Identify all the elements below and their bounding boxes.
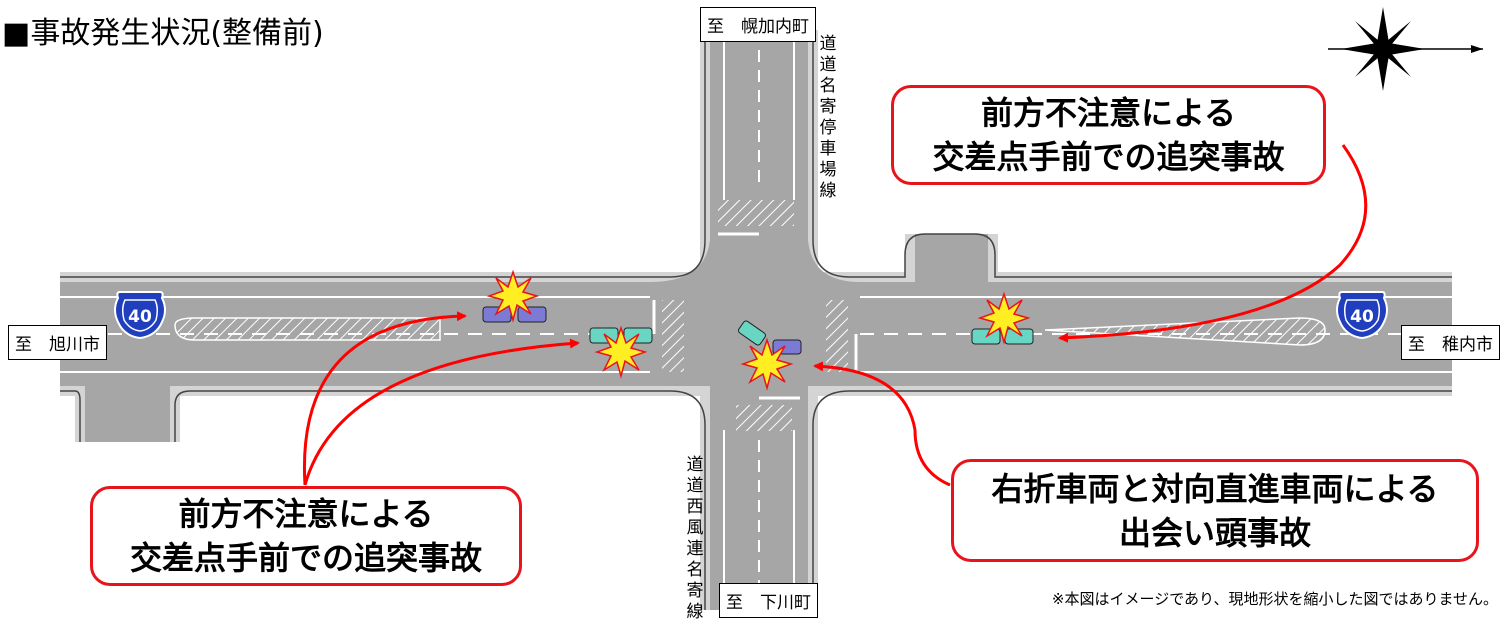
callout-line1: 前方不注意による xyxy=(980,94,1237,132)
crash-burst-1 xyxy=(486,269,540,323)
destination-east: 至 稚内市 xyxy=(1401,325,1500,360)
arrow-bottom-right xyxy=(813,361,951,487)
stop-lines xyxy=(652,232,858,400)
median-west xyxy=(174,317,441,341)
callout-rear-end-east: 前方不注意による 交差点手前での追突事故 xyxy=(891,85,1326,185)
destination-west: 至 旭川市 xyxy=(8,325,107,360)
arrow-bottom-left-2 xyxy=(303,338,580,486)
callout-right-turn-collision: 右折車両と対向直進車両による 出会い頭事故 xyxy=(951,459,1479,562)
compass-rose-icon xyxy=(1328,7,1483,91)
car-blue-2 xyxy=(517,306,547,323)
north-road-name: 道道名寄停車場線 xyxy=(819,34,837,201)
callout-line1: 前方不注意による xyxy=(178,495,434,533)
route-40-shield-east: 40 xyxy=(1336,291,1388,340)
car-blue-1 xyxy=(482,306,512,323)
callout-line2: 交差点手前での追突事故 xyxy=(932,138,1285,176)
arrow-top-right xyxy=(1058,144,1368,343)
callout-line2: 交差点手前での追突事故 xyxy=(129,539,482,577)
route-40-shield-west: 40 xyxy=(114,291,166,340)
callout-line1: 右折車両と対向直進車両による xyxy=(991,469,1439,508)
route-number: 40 xyxy=(128,307,152,327)
destination-south: 至 下川町 xyxy=(719,583,818,618)
crash-burst-2 xyxy=(594,325,648,379)
south-road-name: 道道西風連名寄線 xyxy=(686,455,704,622)
callout-line2: 出会い頭事故 xyxy=(1118,513,1311,552)
disclaimer-footnote: ※本図はイメージであり、現地形状を縮小した図ではありません。 xyxy=(1051,590,1498,608)
crash-bursts xyxy=(486,269,1031,391)
crash-burst-3 xyxy=(740,337,794,391)
median-east xyxy=(1044,317,1326,346)
crash-burst-4 xyxy=(977,291,1031,345)
arrow-bottom-left-1 xyxy=(302,311,467,486)
route-number: 40 xyxy=(1350,307,1374,327)
callout-arrows xyxy=(302,144,1368,487)
callout-rear-end-west: 前方不注意による 交差点手前での追突事故 xyxy=(90,486,522,586)
crosswalks xyxy=(662,200,848,431)
destination-north: 至 幌加内町 xyxy=(700,7,816,42)
car-teal-turning xyxy=(738,320,766,346)
page-title: ■事故発生状況(整備前) xyxy=(2,16,324,51)
curb-lines xyxy=(60,30,1452,610)
